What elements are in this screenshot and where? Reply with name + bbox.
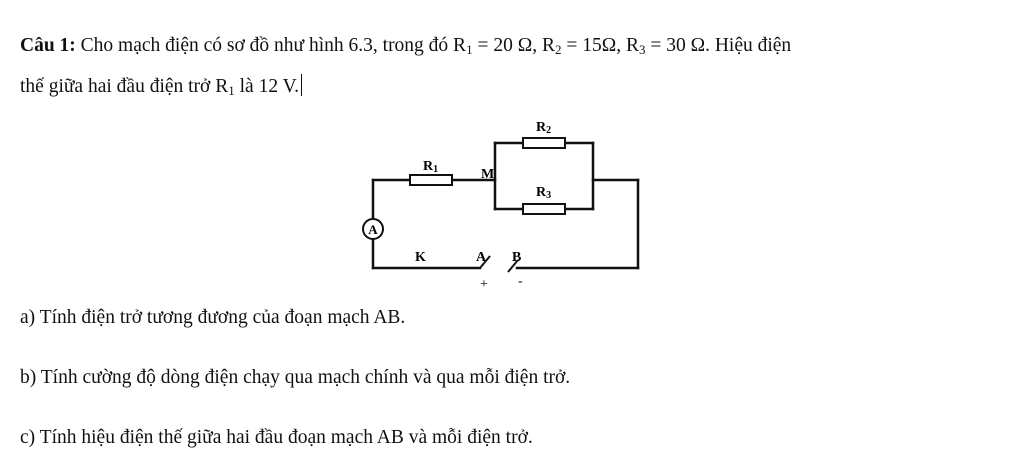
- question-a: a) Tính điện trở tương đương của đoạn mạ…: [20, 307, 406, 328]
- problem-text-d: = 30 Ω. Hiệu điện: [645, 35, 792, 56]
- problem-text-a: Cho mạch điện có sơ đồ như hình 6.3, tro…: [75, 35, 467, 56]
- text-cursor: [301, 74, 303, 96]
- r3-label: R3: [536, 185, 551, 201]
- switch-k-label: K: [415, 250, 426, 265]
- problem-text-c: = 15Ω, R: [561, 35, 639, 56]
- r1-label: R1: [423, 159, 438, 175]
- resistor-r3: [522, 203, 566, 215]
- problem-line2-a: thế giữa hai đầu điện trở R: [20, 76, 229, 97]
- resistor-r2: [522, 137, 566, 149]
- resistor-r1: [409, 174, 453, 186]
- line2-subscript: 1: [228, 83, 235, 98]
- terminal-b-mark: [507, 259, 519, 273]
- circuit-diagram: A R1 R2 R3 M K A B + -: [362, 120, 640, 292]
- ammeter-label: A: [368, 222, 378, 237]
- node-m-label: M: [481, 167, 494, 182]
- r3-subscript: 3: [638, 42, 646, 57]
- terminal-a-label: A: [476, 250, 487, 265]
- question-c: c) Tính hiệu điện thế giữa hai đầu đoạn …: [20, 427, 533, 448]
- plus-sign: +: [480, 277, 488, 292]
- terminal-b-label: B: [512, 250, 521, 265]
- r1-subscript: 1: [466, 42, 473, 57]
- r2-label: R2: [536, 120, 551, 136]
- minus-sign: -: [518, 274, 523, 289]
- question-b: b) Tính cường độ dòng điện chạy qua mạch…: [20, 367, 571, 388]
- problem-label: Câu 1:: [20, 35, 76, 56]
- problem-line2-b: là 12 V.: [234, 76, 300, 97]
- problem-line-1: Câu 1: Cho mạch điện có sơ đồ như hình 6…: [20, 35, 791, 57]
- terminal-a-mark: [479, 255, 491, 269]
- ammeter-circle: [362, 218, 384, 240]
- problem-line-2: thế giữa hai đầu điện trở R1 là 12 V.: [20, 74, 303, 98]
- problem-text-b: = 20 Ω, R: [472, 35, 555, 56]
- r2-subscript: 2: [554, 42, 562, 57]
